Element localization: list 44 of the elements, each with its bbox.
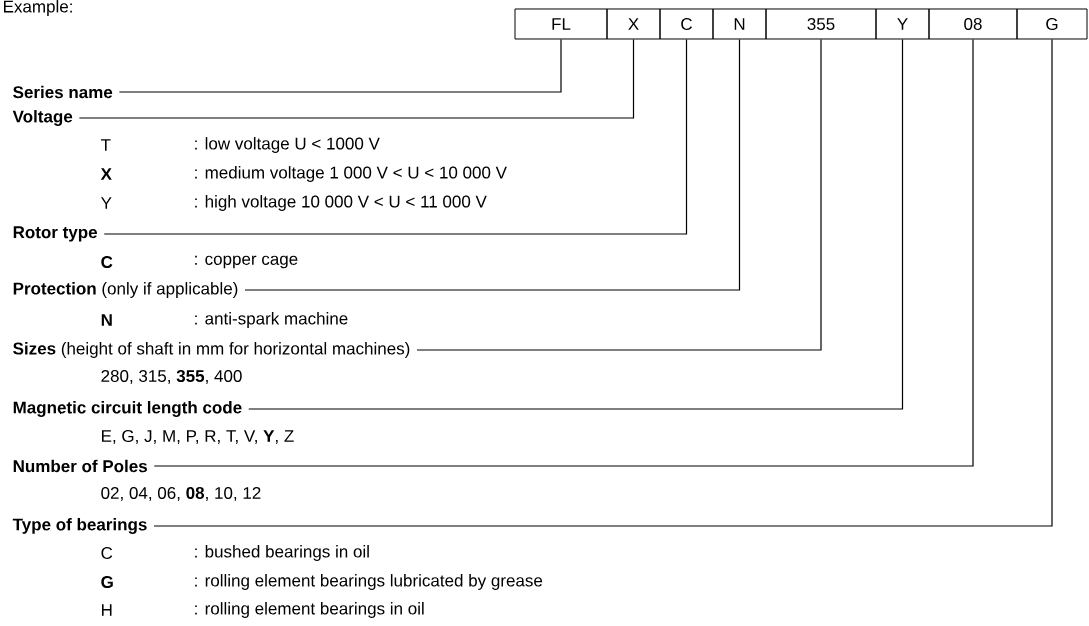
code-letter: G: [101, 575, 113, 588]
description: : high voltage 10 000 V < U < 11 000 V: [195, 195, 487, 211]
value-list: 02, 04, 06, 08, 10, 12: [101, 486, 261, 501]
leader-line: [153, 38, 1053, 527]
code-cell: C: [659, 8, 714, 40]
value-list: 280, 315, 355, 400: [101, 369, 242, 384]
caption: Example:: [4, 0, 72, 16]
code-letter: N: [101, 314, 112, 326]
code-cell: X: [606, 8, 661, 40]
field-heading: Number of Poles: [13, 459, 147, 473]
description: : rolling element bearings lubricated by grease: [195, 574, 543, 590]
code-cell: N: [712, 8, 767, 40]
leader-line: [153, 38, 974, 467]
code-letter: C: [101, 546, 113, 559]
code-letter: T: [101, 139, 111, 151]
leader-line: [244, 38, 741, 291]
description: : rolling element bearings in oil: [195, 602, 424, 618]
description: : bushed bearings in oil: [195, 545, 369, 561]
field-heading: Sizes (height of shaft in mm for horizontal machines): [13, 342, 410, 358]
code-cell: Y: [875, 8, 930, 40]
leader-line: [118, 38, 562, 93]
field-heading: Series name: [13, 85, 113, 99]
leader-line: [248, 38, 904, 410]
leader-line: [103, 38, 688, 235]
description: : anti-spark machine: [195, 312, 348, 328]
code-cell: 08: [928, 8, 1018, 40]
description: : copper cage: [195, 255, 298, 269]
code-cell: FL: [514, 8, 608, 40]
field-heading: Rotor type: [13, 226, 97, 242]
leader-line: [78, 38, 635, 119]
field-heading: Voltage: [12, 110, 73, 126]
code-letter: C: [101, 255, 113, 268]
field-heading: Protection (only if applicable): [13, 282, 238, 298]
description: : medium voltage 1 000 V < U < 10 000 V: [195, 166, 507, 182]
field-heading: Type of bearings: [12, 518, 147, 534]
value-list: E, G, J, M, P, R, T, V, Y, Z: [102, 429, 294, 444]
code-letter: Y: [101, 197, 112, 209]
description: : low voltage U < 1000 V: [195, 137, 380, 153]
code-letter: X: [100, 168, 112, 180]
field-heading: Magnetic circuit length code: [13, 401, 242, 417]
code-cell: 355: [765, 8, 877, 40]
leader-line: [416, 38, 822, 351]
code-letter: H: [102, 604, 112, 616]
code-cell: G: [1016, 8, 1088, 40]
